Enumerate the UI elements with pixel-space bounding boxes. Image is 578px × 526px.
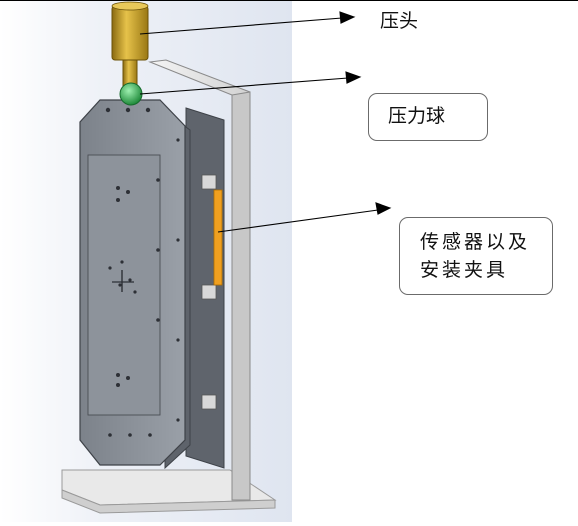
indenter-body [111,5,149,61]
label-box-pressure-ball [368,93,488,141]
top-border [0,0,578,1]
inner-panel [87,154,161,416]
sensor-strip [213,189,223,286]
label-sensor-fixture-line1: 传感器以及 [420,231,531,253]
label-indenter: 压头 [380,10,419,32]
plate-holes [105,107,180,437]
label-box-sensor-fixture [399,217,553,295]
pressure-ball [119,82,143,106]
indenter-stem [122,59,138,87]
leader-lines [139,11,392,233]
label-sensor-fixture-line2: 安装夹具 [420,259,509,281]
label-pressure-ball: 压力球 [388,105,446,127]
